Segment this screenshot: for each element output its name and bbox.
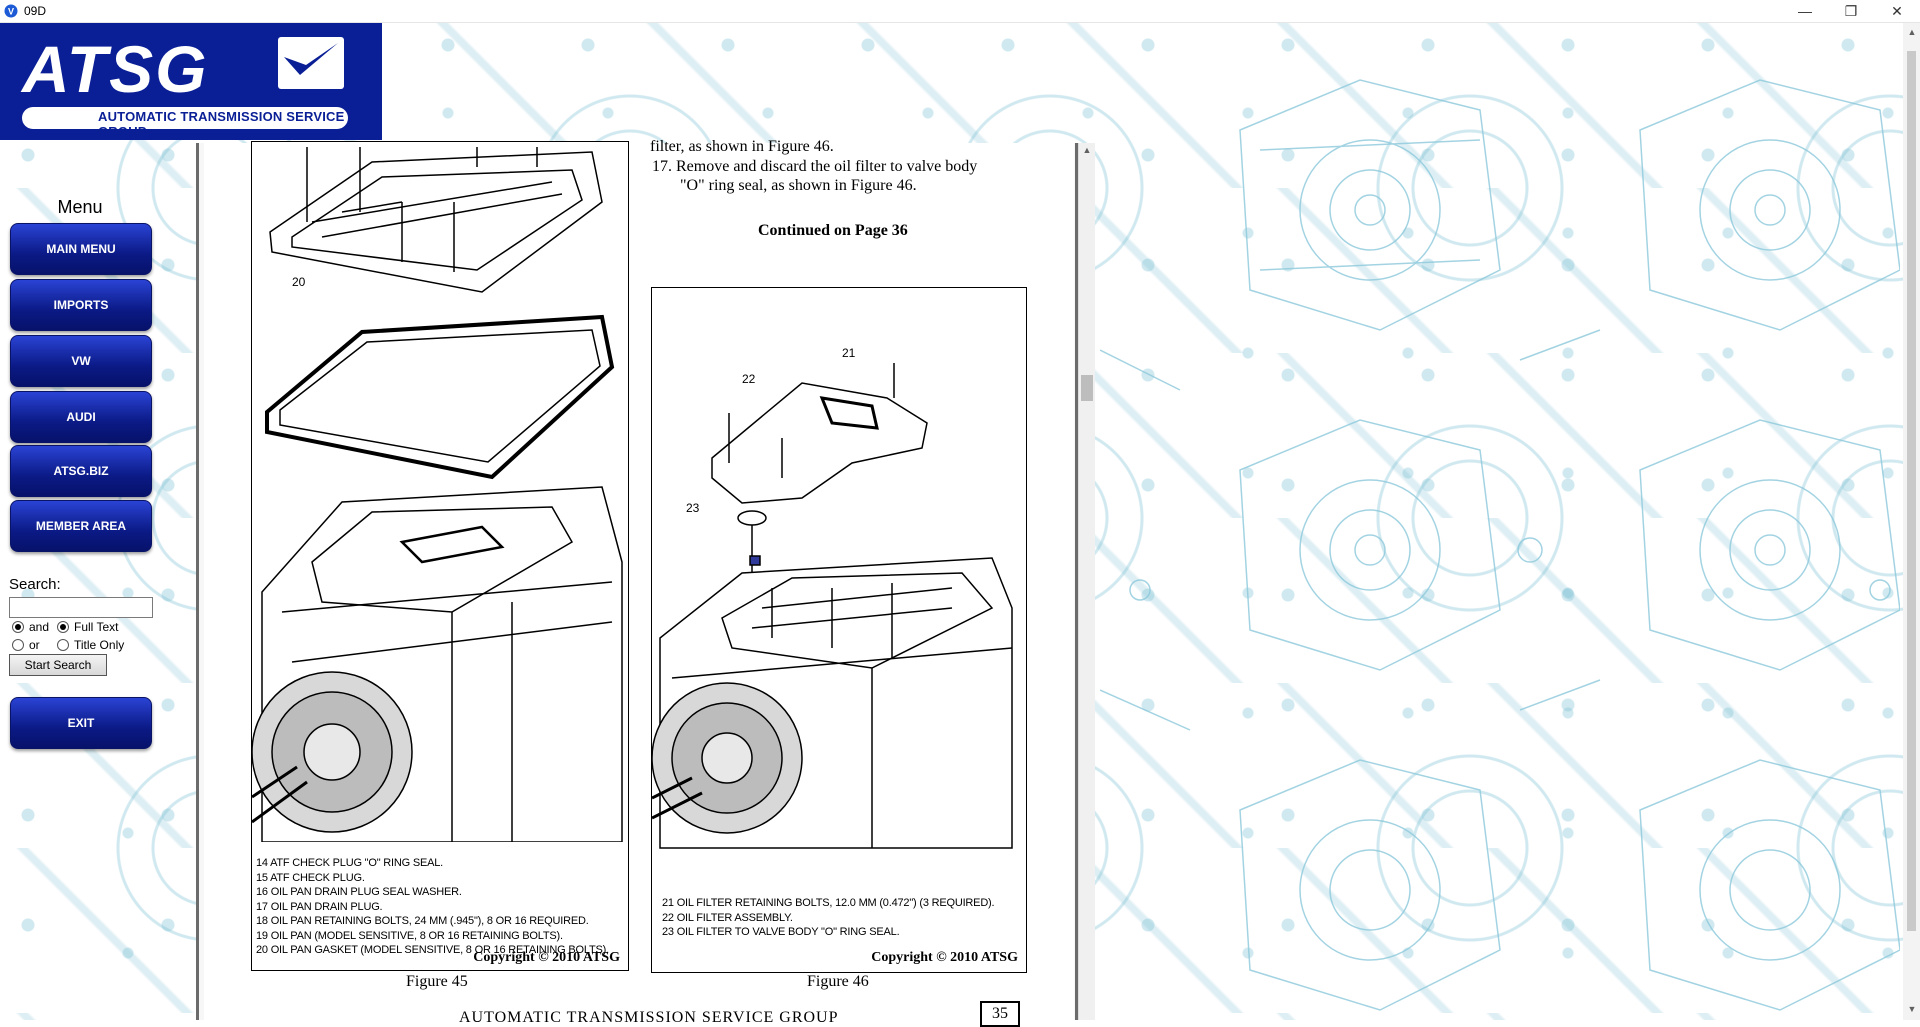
minimize-button[interactable]: —: [1798, 3, 1812, 19]
callout-21: 21: [842, 346, 856, 360]
audi-button[interactable]: AUDI: [10, 391, 152, 443]
continued-note: Continued on Page 36: [758, 222, 908, 239]
callout-22: 22: [742, 372, 756, 386]
and-radio[interactable]: [12, 621, 24, 633]
figure-45-box: 20 14 ATF CHECK PLUG "O" RING SEAL. 15 A…: [251, 141, 629, 971]
svg-text:V: V: [8, 7, 14, 17]
exit-button[interactable]: EXIT: [10, 697, 152, 749]
step-17-line-2: "O" ring seal, as shown in Figure 46.: [680, 177, 917, 194]
page-number: 35: [980, 1001, 1020, 1027]
close-button[interactable]: ✕: [1891, 2, 1903, 19]
legend-item-16: 16 OIL PAN DRAIN PLUG SEAL WASHER.: [256, 886, 462, 898]
legend-item-17: 17 OIL PAN DRAIN PLUG.: [256, 900, 383, 913]
cut-off-text-line: filter, as shown in Figure 46.: [650, 138, 834, 155]
figure-46-copyright: Copyright © 2010 ATSG: [871, 950, 1018, 965]
legend-item-23: 23 OIL FILTER TO VALVE BODY "O" RING SEA…: [662, 926, 900, 938]
search-options-row-2: or Title Only: [12, 638, 124, 652]
vw-button[interactable]: VW: [10, 335, 152, 387]
legend-item-15: 15 ATF CHECK PLUG.: [256, 871, 365, 884]
search-options-row-1: and Full Text: [12, 620, 118, 634]
member-area-button[interactable]: MEMBER AREA: [10, 500, 152, 552]
document-scroll-thumb[interactable]: [1081, 375, 1093, 401]
page-footer: AUTOMATIC TRANSMISSION SERVICE GROUP: [459, 1009, 839, 1026]
and-label: and: [29, 620, 50, 634]
figure-46-caption: Figure 46: [807, 973, 869, 990]
window-scrollbar[interactable]: ▲ ▼: [1903, 23, 1920, 1020]
legend-item-18: 18 OIL PAN RETAINING BOLTS, 24 MM (.945"…: [256, 915, 589, 927]
figure-46-box: 21 22 23 21 OIL FILTER RETAINING BOLTS, …: [651, 287, 1027, 973]
main-menu-button[interactable]: MAIN MENU: [10, 223, 152, 275]
search-label: Search:: [9, 576, 61, 593]
or-radio[interactable]: [12, 639, 24, 651]
window-title: 09D: [24, 4, 47, 18]
figure-45-illustration: [252, 147, 623, 842]
legend-item-20: 20 OIL PAN GASKET (MODEL SENSITIVE, 8 OR…: [256, 944, 609, 956]
legend-item-14: 14 ATF CHECK PLUG "O" RING SEAL.: [256, 857, 444, 869]
atsg-logo: ATSG AUTOMATIC TRANSMISSION SERVICE GROU…: [0, 23, 382, 140]
start-search-button[interactable]: Start Search: [9, 654, 107, 676]
search-input[interactable]: [9, 597, 153, 618]
logo-checkmark-icon: [278, 37, 344, 89]
callout-20: 20: [292, 275, 306, 289]
or-label: or: [29, 638, 40, 652]
logo-band: [22, 107, 348, 129]
figure-45-caption: Figure 45: [406, 973, 468, 990]
legend-item-22: 22 OIL FILTER ASSEMBLY.: [662, 911, 793, 924]
scroll-up-icon[interactable]: ▲: [1082, 145, 1092, 155]
imports-button[interactable]: IMPORTS: [10, 279, 152, 331]
logo-text: ATSG: [22, 32, 209, 106]
full-text-radio[interactable]: [57, 621, 69, 633]
full-text-label: Full Text: [74, 620, 119, 634]
figure-46-illustration: [652, 363, 1013, 849]
figure-46-legend: 21 OIL FILTER RETAINING BOLTS, 12.0 MM (…: [662, 896, 995, 940]
background-transmission-drawings: [1100, 79, 1900, 1011]
legend-item-19: 19 OIL PAN (MODEL SENSITIVE, 8 OR 16 RET…: [256, 929, 563, 942]
figure-45-copyright: Copyright © 2010 ATSG: [473, 950, 620, 965]
manual-page: filter, as shown in Figure 46. 17. Remov…: [204, 138, 1074, 1027]
figure-45-legend: 14 ATF CHECK PLUG "O" RING SEAL. 15 ATF …: [256, 856, 609, 958]
app-icon: V: [4, 4, 18, 18]
callout-23: 23: [686, 501, 700, 515]
logo-subtitle: AUTOMATIC TRANSMISSION SERVICE GROUP: [98, 109, 345, 139]
window-scroll-up-icon[interactable]: ▲: [1907, 27, 1917, 37]
menu-title: Menu: [57, 197, 103, 217]
atsg-biz-button[interactable]: ATSG.BIZ: [10, 445, 152, 497]
window-scroll-down-icon[interactable]: ▼: [1907, 1004, 1917, 1014]
document-scrollbar[interactable]: ▲: [1078, 143, 1095, 1020]
menu-panel: Menu MAIN MENU IMPORTS VW AUDI ATSG.BIZ …: [0, 143, 196, 1020]
step-17-line-1: 17. Remove and discard the oil filter to…: [652, 158, 978, 175]
legend-item-21: 21 OIL FILTER RETAINING BOLTS, 12.0 MM (…: [662, 897, 995, 909]
window-scroll-thumb[interactable]: [1907, 51, 1916, 931]
title-only-label: Title Only: [74, 638, 125, 652]
title-bar: V 09D — ❐ ✕: [0, 0, 1920, 23]
restore-button[interactable]: ❐: [1844, 2, 1858, 19]
title-only-radio[interactable]: [57, 639, 69, 651]
